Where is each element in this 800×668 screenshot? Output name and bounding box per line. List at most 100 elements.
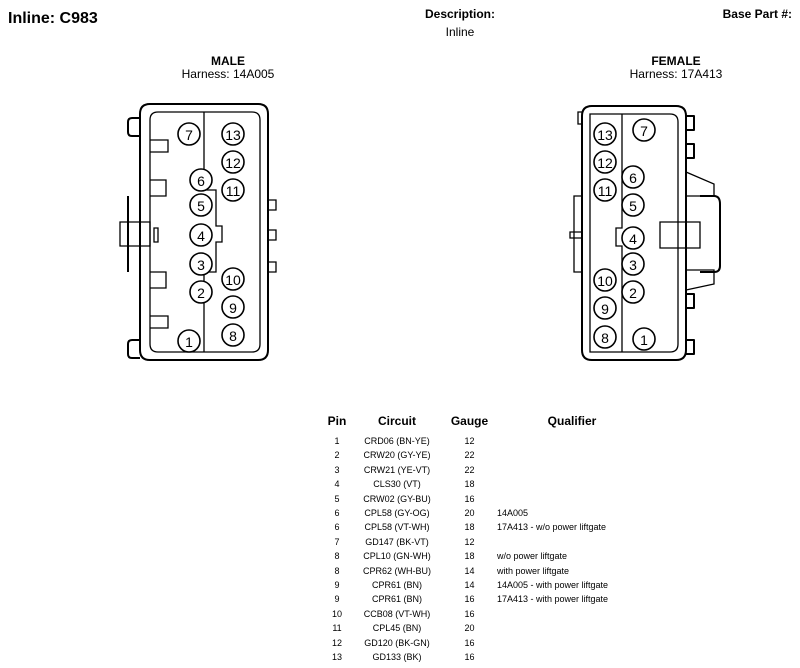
pin-cell: 9 [334, 594, 340, 605]
circuit-cell: GD133 (BK) [372, 652, 422, 663]
male-pin-label: 8 [229, 328, 237, 344]
circuit-cell: CCB08 (VT-WH) [363, 608, 431, 619]
female-pin-label: 5 [629, 198, 637, 214]
female-pin-circle [621, 226, 645, 250]
gauge-cell: 12 [464, 436, 475, 446]
pin-cell: 1 [334, 436, 340, 446]
pin-cell: 6 [334, 522, 340, 533]
circuit-cell: CLS30 (VT) [373, 479, 421, 490]
qualifier-cell [497, 636, 647, 650]
gauge-cell: 16 [464, 608, 475, 619]
male-pin-6: 6 [189, 168, 213, 192]
gauge-cell: 14 [464, 565, 475, 576]
male-housing [119, 103, 277, 361]
male-pin-2: 2 [189, 280, 213, 304]
male-pin-circle [177, 122, 201, 146]
gauge-cell: 16 [464, 594, 475, 605]
description-label: Description: [424, 7, 495, 21]
description-value: Inline [445, 25, 475, 39]
male-harness: Harness: 14A005 [181, 67, 275, 81]
male-pin-label: 12 [225, 155, 241, 171]
circuit-cell: CPL58 (VT-WH) [364, 522, 430, 533]
female-pin-circle [593, 325, 617, 349]
qualifier-cell: w/o power liftgate [497, 551, 568, 562]
male-pin-8: 8 [221, 323, 245, 347]
qualifier-cell: with power liftgate [497, 565, 570, 576]
pin-cell: 5 [334, 493, 340, 504]
table-row: 8 CPL10 (GN-WH) 18 w/o power liftgate [322, 549, 647, 563]
qualifier-cell: 14A005 - with power liftgate [497, 580, 609, 591]
female-pin-label: 2 [629, 285, 637, 301]
female-pin-label: 4 [629, 231, 637, 247]
qualifier-cell [497, 621, 647, 635]
male-pin-label: 9 [229, 300, 237, 316]
pin-cell: 8 [334, 551, 340, 562]
circuit-cell: CPL45 (BN) [372, 623, 422, 634]
pin-cell: 11 [332, 623, 342, 634]
male-pin-10: 10 [221, 267, 245, 291]
qualifier-cell: 17A413 - w/o power liftgate [497, 522, 607, 533]
female-pin-label: 12 [597, 155, 613, 171]
circuit-cell: CRW20 (GY-YE) [363, 450, 431, 461]
circuit-cell: CRW02 (GY-BU) [363, 493, 431, 504]
table-row: 10 CCB08 (VT-WH) 16 [322, 607, 647, 621]
female-pin-label: 8 [601, 330, 609, 346]
male-pin-7: 7 [177, 122, 201, 146]
male-pin-label: 10 [225, 272, 241, 288]
qualifier-cell: 14A005 [497, 508, 529, 519]
male-pin-1: 1 [177, 329, 201, 353]
male-pin-11: 11 [221, 178, 245, 202]
gauge-cell: 18 [464, 551, 475, 562]
qualifier-cell [497, 477, 647, 491]
gauge-cell: 22 [464, 450, 475, 461]
circuit-cell: GD120 (BK-GN) [364, 637, 430, 648]
male-pin-3: 3 [189, 252, 213, 276]
male-pin-circle [189, 252, 213, 276]
gauge-cell: 22 [464, 464, 475, 475]
pin-cell: 8 [334, 565, 340, 576]
female-pin-circle [593, 178, 617, 202]
female-pin-12: 12 [593, 150, 617, 174]
male-pin-circle [177, 329, 201, 353]
pin-cell: 10 [331, 608, 342, 619]
female-pin-2: 2 [621, 280, 645, 304]
pin-cell: 12 [331, 637, 342, 648]
female-pin-circle [632, 327, 656, 351]
circuit-cell: CPR62 (WH-BU) [362, 565, 431, 576]
male-pin-circle [221, 267, 245, 291]
male-pin-circle [189, 168, 213, 192]
male-pin-circle [221, 122, 245, 146]
male-pin-circle [221, 150, 245, 174]
female-pin-9: 9 [593, 296, 617, 320]
male-pin-12: 12 [221, 150, 245, 174]
pin-cell: 7 [334, 536, 340, 547]
female-pin-7: 7 [632, 118, 656, 142]
header-pin: Pin [327, 414, 347, 428]
male-pin-label: 6 [197, 173, 205, 189]
female-pin-circle [593, 150, 617, 174]
circuit-cell: CPR61 (BN) [371, 580, 422, 591]
qualifier-cell [497, 463, 647, 477]
page-title: Inline: C983 [8, 10, 98, 27]
header-qualifier: Qualifier [547, 414, 597, 428]
qualifier-cell [497, 535, 647, 549]
qualifier-cell [497, 607, 647, 621]
female-pin-label: 7 [640, 123, 648, 139]
male-pin-label: 5 [197, 198, 205, 214]
pin-cell: 6 [334, 508, 340, 519]
male-pin-5: 5 [189, 193, 213, 217]
female-pin-circle [593, 268, 617, 292]
female-pin-circle [621, 280, 645, 304]
circuit-cell: CPL10 (GN-WH) [363, 551, 431, 562]
